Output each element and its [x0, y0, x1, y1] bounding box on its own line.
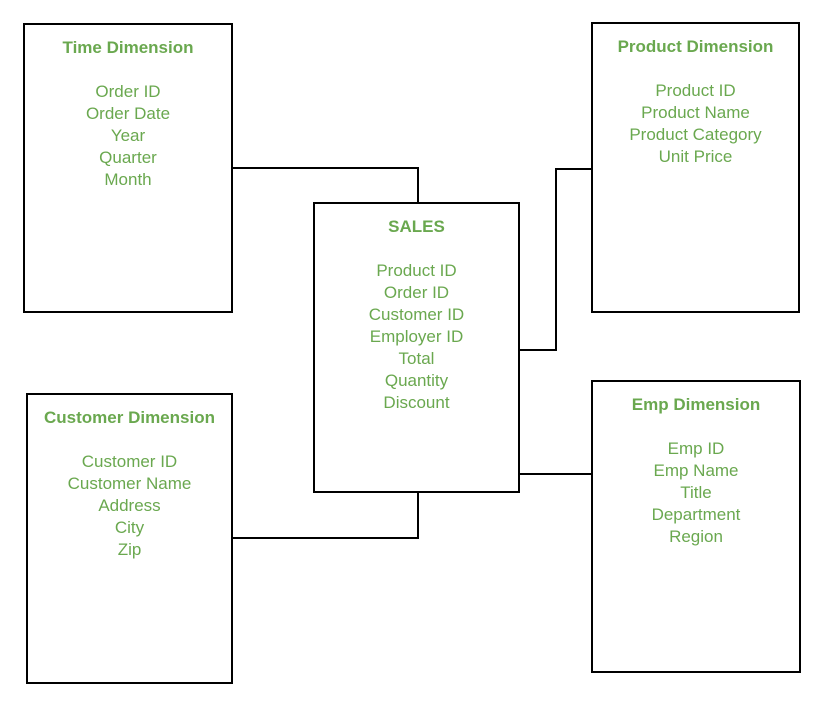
product-dimension-box: Product Dimension Product ID Product Nam… — [591, 22, 800, 313]
connector-sales-customer-vertical — [417, 493, 419, 539]
field-quarter: Quarter — [99, 148, 157, 167]
field-title: Title — [680, 483, 712, 502]
field-month: Month — [104, 170, 152, 189]
emp-dimension-box: Emp Dimension Emp ID Emp Name Title Depa… — [591, 380, 801, 673]
connector-time-sales-vertical — [417, 167, 419, 204]
field-discount: Discount — [383, 393, 450, 412]
field-emp-id: Emp ID — [667, 439, 725, 458]
customer-dimension-fields: Customer ID Customer Name Address City Z… — [28, 451, 231, 561]
connector-sales-customer-horizontal — [233, 537, 419, 539]
time-dimension-title: Time Dimension — [62, 38, 194, 57]
field-product-name: Product Name — [641, 103, 750, 122]
connector-sales-product-horizontal-lower — [520, 349, 557, 351]
field-unit-price: Unit Price — [658, 147, 733, 166]
customer-dimension-title: Customer Dimension — [44, 408, 215, 427]
product-dimension-title: Product Dimension — [617, 37, 774, 56]
field-emp-name: Emp Name — [653, 461, 739, 480]
field-employer-id: Employer ID — [369, 327, 464, 346]
field-product-id: Product ID — [655, 81, 736, 100]
sales-fact-table-box: SALES Product ID Order ID Customer ID Em… — [313, 202, 520, 493]
time-dimension-fields: Order ID Order Date Year Quarter Month — [25, 81, 231, 191]
emp-dimension-title: Emp Dimension — [631, 395, 761, 414]
field-product-category: Product Category — [629, 125, 762, 144]
emp-dimension-fields: Emp ID Emp Name Title Department Region — [593, 438, 799, 548]
connector-sales-product-vertical — [555, 168, 557, 351]
connector-sales-emp-horizontal — [520, 473, 591, 475]
sales-fields: Product ID Order ID Customer ID Employer… — [315, 260, 518, 414]
field-customer-id: Customer ID — [81, 452, 178, 471]
field-order-id: Order ID — [383, 283, 450, 302]
connector-sales-product-horizontal-upper — [555, 168, 591, 170]
field-customer-name: Customer Name — [67, 474, 192, 493]
field-product-id: Product ID — [376, 261, 457, 280]
field-customer-id: Customer ID — [368, 305, 465, 324]
sales-title: SALES — [388, 217, 445, 236]
field-total: Total — [398, 349, 435, 368]
field-order-id: Order ID — [95, 82, 161, 101]
customer-dimension-box: Customer Dimension Customer ID Customer … — [26, 393, 233, 684]
field-year: Year — [110, 126, 146, 145]
field-address: Address — [98, 496, 161, 515]
time-dimension-box: Time Dimension Order ID Order Date Year … — [23, 23, 233, 313]
field-department: Department — [651, 505, 741, 524]
field-zip: Zip — [117, 540, 142, 559]
field-city: City — [114, 518, 145, 537]
field-order-date: Order Date — [85, 104, 171, 123]
field-quantity: Quantity — [384, 371, 449, 390]
connector-time-sales-horizontal — [233, 167, 419, 169]
field-region: Region — [669, 527, 723, 546]
product-dimension-fields: Product ID Product Name Product Category… — [593, 80, 798, 168]
